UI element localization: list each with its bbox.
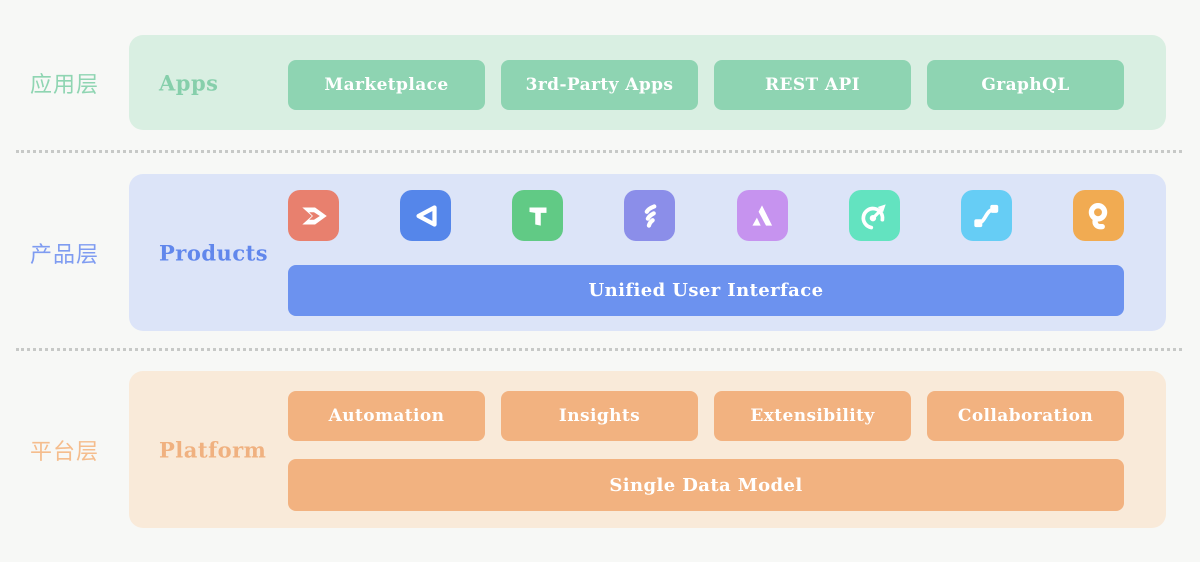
collaboration-box: Collaboration bbox=[927, 391, 1124, 441]
automation-box: Automation bbox=[288, 391, 485, 441]
apps-zh-label: 应用层 bbox=[29, 72, 99, 98]
layer-apps: 应用层 Apps Marketplace 3rd-Party Apps REST… bbox=[0, 35, 1200, 130]
rest-api-box: REST API bbox=[714, 60, 911, 110]
products-zh-label: 产品层 bbox=[29, 242, 99, 268]
layer-platform: 平台层 Platform Automation Insights Extensi… bbox=[0, 371, 1200, 528]
connector-curve-icon bbox=[960, 190, 1012, 241]
chevron-arrow-icon bbox=[288, 190, 339, 241]
platform-panel: Platform Automation Insights Extensibili… bbox=[129, 371, 1166, 528]
triangle-outline-icon bbox=[400, 190, 452, 241]
products-panel: Products bbox=[129, 174, 1166, 331]
single-data-model-bar: Single Data Model bbox=[288, 459, 1124, 511]
keyhole-q-icon bbox=[1072, 190, 1124, 241]
target-arrow-icon bbox=[848, 190, 900, 241]
product-icon-row bbox=[288, 190, 1124, 241]
platform-button-row: Automation Insights Extensibility Collab… bbox=[288, 391, 1124, 441]
apps-button-row: Marketplace 3rd-Party Apps REST API Grap… bbox=[288, 60, 1124, 110]
letter-t-icon bbox=[512, 190, 564, 241]
feather-icon bbox=[624, 190, 676, 241]
insights-box: Insights bbox=[501, 391, 698, 441]
mountain-a-icon bbox=[736, 190, 788, 241]
unified-user-interface-bar: Unified User Interface bbox=[288, 265, 1124, 316]
layer-products: 产品层 Products bbox=[0, 174, 1200, 331]
apps-title: Apps bbox=[159, 70, 219, 95]
platform-zh-label: 平台层 bbox=[29, 439, 99, 465]
apps-panel: Apps Marketplace 3rd-Party Apps REST API… bbox=[129, 35, 1166, 130]
marketplace-box: Marketplace bbox=[288, 60, 485, 110]
third-party-apps-box: 3rd-Party Apps bbox=[501, 60, 698, 110]
platform-title: Platform bbox=[159, 437, 267, 462]
graphql-box: GraphQL bbox=[927, 60, 1124, 110]
products-platform-divider bbox=[16, 348, 1182, 351]
extensibility-box: Extensibility bbox=[714, 391, 911, 441]
apps-products-divider bbox=[16, 150, 1182, 153]
products-title: Products bbox=[159, 240, 269, 265]
